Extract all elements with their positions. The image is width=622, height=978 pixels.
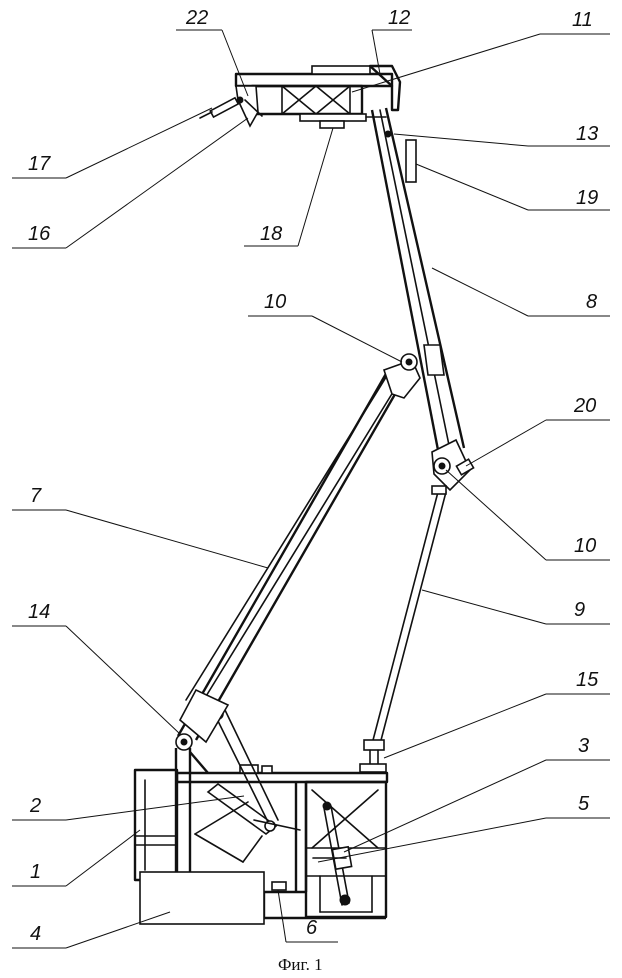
label-11: 11 [572,9,593,31]
label-22: 22 [185,7,208,29]
upper-arm [372,108,474,490]
top-platform [200,66,400,128]
label-7: 7 [30,485,42,507]
support-rod [360,486,446,772]
label-4: 4 [30,923,41,945]
label-10-upper: 10 [264,291,286,313]
top-frame-beam [177,773,387,782]
label-19: 19 [576,187,598,209]
label-20: 20 [573,395,596,417]
part-labels: 22 12 11 13 19 8 17 16 18 10 20 10 7 9 1… [28,7,599,945]
leader-lines [12,30,610,948]
label-10-lower: 10 [574,535,596,557]
label-6: 6 [306,917,318,939]
pad [272,882,286,890]
platform-mount [320,121,344,128]
arm-plate [406,140,416,182]
figure-caption: Фиг. 1 [278,955,323,974]
label-13: 13 [576,123,598,145]
label-2: 2 [29,795,41,817]
label-18: 18 [260,223,282,245]
label-5: 5 [578,793,590,815]
label-1: 1 [30,861,41,883]
label-16: 16 [28,223,51,245]
label-9: 9 [574,599,585,621]
label-17: 17 [28,153,51,175]
label-14: 14 [28,601,50,623]
label-15: 15 [576,669,599,691]
lower-boom [178,354,420,742]
label-3: 3 [578,735,589,757]
label-12: 12 [388,7,410,29]
label-8: 8 [586,291,597,313]
left-housing [135,770,177,880]
